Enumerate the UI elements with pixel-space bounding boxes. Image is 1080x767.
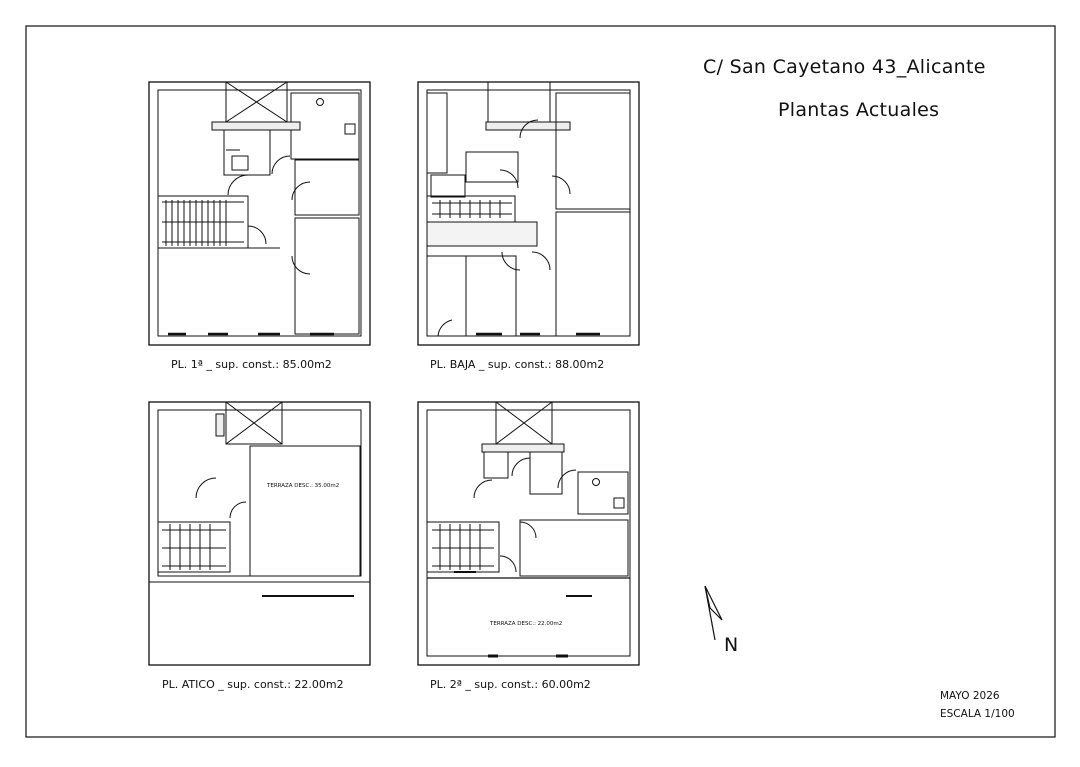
plan-pl1-outer-wall <box>148 81 371 346</box>
plan-pl2-stairs <box>432 524 494 570</box>
plan-atico <box>148 401 371 666</box>
plan-pl1 <box>148 81 371 346</box>
plan-atico-outer-wall <box>148 401 371 666</box>
plan-baja-stairs <box>432 200 512 218</box>
sheet-border <box>25 25 1056 738</box>
plan-atico-caption: PL. ATICO _ sup. const.: 22.00m2 <box>162 678 344 691</box>
plan-pl1-caption: PL. 1ª _ sup. const.: 85.00m2 <box>171 358 332 371</box>
plan-baja-caption: PL. BAJA _ sup. const.: 88.00m2 <box>430 358 605 371</box>
plan-pl1-stairs <box>162 200 244 246</box>
plan-baja <box>417 81 640 346</box>
address-title: C/ San Cayetano 43_Alicante <box>703 56 986 78</box>
plan-pl2 <box>417 401 640 666</box>
plan-atico-stairs <box>162 524 226 570</box>
footer-scale: ESCALA 1/100 <box>940 708 1015 720</box>
footer-date: MAYO 2026 <box>940 690 1000 702</box>
drawing-subtitle: Plantas Actuales <box>778 99 940 121</box>
north-arrow <box>704 585 723 641</box>
plan-pl2-terrace-label: TERRAZA DESC.: 22.00m2 <box>490 621 563 627</box>
plan-pl2-caption: PL. 2ª _ sup. const.: 60.00m2 <box>430 678 591 691</box>
north-label: N <box>724 634 739 656</box>
plan-pl1-kitchen <box>290 92 360 160</box>
plan-atico-patio <box>225 401 283 445</box>
plan-atico-terrace-label: TERRAZA DESC.: 35.00m2 <box>267 483 340 489</box>
